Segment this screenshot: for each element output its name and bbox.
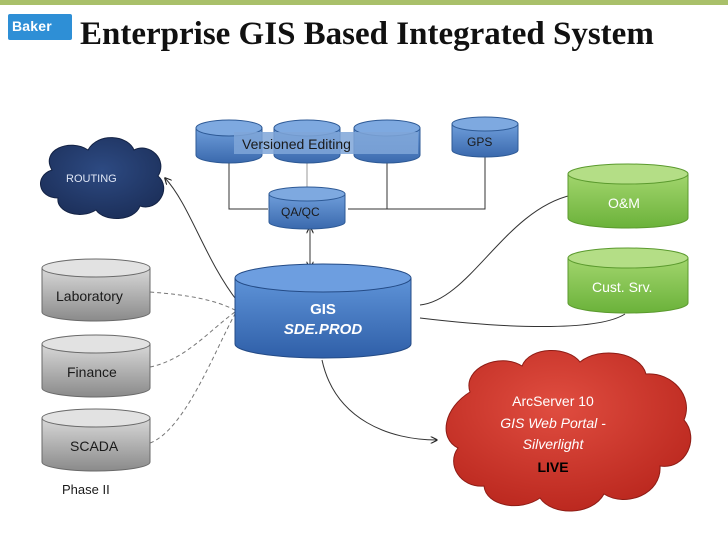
scada-label: SCADA bbox=[70, 438, 119, 454]
logo-text: Baker bbox=[12, 18, 52, 34]
connector-gis-arcserver bbox=[321, 359, 437, 440]
arcserver-label-line1: ArcServer 10 bbox=[512, 393, 594, 409]
arcserver-cloud bbox=[445, 349, 692, 512]
gis-db bbox=[234, 263, 412, 359]
connector-gis-routing bbox=[165, 178, 239, 303]
arcserver-label-line2: GIS Web Portal - bbox=[500, 415, 606, 431]
page-title: Enterprise GIS Based Integrated System bbox=[80, 16, 654, 52]
finance-db bbox=[41, 334, 151, 398]
connector-lab-gis bbox=[149, 291, 236, 311]
om-label: O&M bbox=[608, 195, 640, 211]
qaqc-label: QA/QC bbox=[281, 205, 320, 219]
top-accent-bar bbox=[0, 0, 728, 5]
connector-finance-gis bbox=[149, 311, 236, 368]
connector-om-gis bbox=[419, 194, 573, 306]
connector-db1-qaqc bbox=[228, 158, 268, 210]
connector-scada-gis bbox=[149, 313, 236, 444]
gis-label-line1: GIS bbox=[310, 301, 336, 318]
om-db bbox=[567, 163, 689, 229]
scada-db bbox=[41, 408, 151, 472]
laboratory-label: Laboratory bbox=[56, 288, 123, 304]
versioned-editing-label-bg bbox=[234, 132, 418, 154]
connectors bbox=[149, 153, 626, 444]
connector-gps-qaqc bbox=[387, 153, 486, 210]
connector-custsrv-gis bbox=[419, 313, 626, 328]
connector-db3-qaqc bbox=[348, 160, 388, 210]
custsrv-db bbox=[567, 247, 689, 314]
routing-label: ROUTING bbox=[66, 173, 117, 185]
qaqc-db bbox=[268, 186, 346, 230]
routing-cloud bbox=[40, 137, 165, 219]
baker-logo: Baker bbox=[8, 14, 72, 40]
arcserver-label-line3: Silverlight bbox=[523, 436, 585, 452]
gis-label-line2: SDE.PROD bbox=[284, 321, 363, 338]
gps-db bbox=[451, 116, 519, 158]
versioned-editing-label: Versioned Editing bbox=[242, 136, 351, 152]
gps-label: GPS bbox=[467, 135, 492, 149]
phase-label: Phase II bbox=[62, 482, 110, 497]
finance-label: Finance bbox=[67, 364, 117, 380]
custsrv-label: Cust. Srv. bbox=[592, 279, 652, 295]
arcserver-label-line4: LIVE bbox=[537, 459, 568, 475]
laboratory-db bbox=[41, 258, 151, 322]
